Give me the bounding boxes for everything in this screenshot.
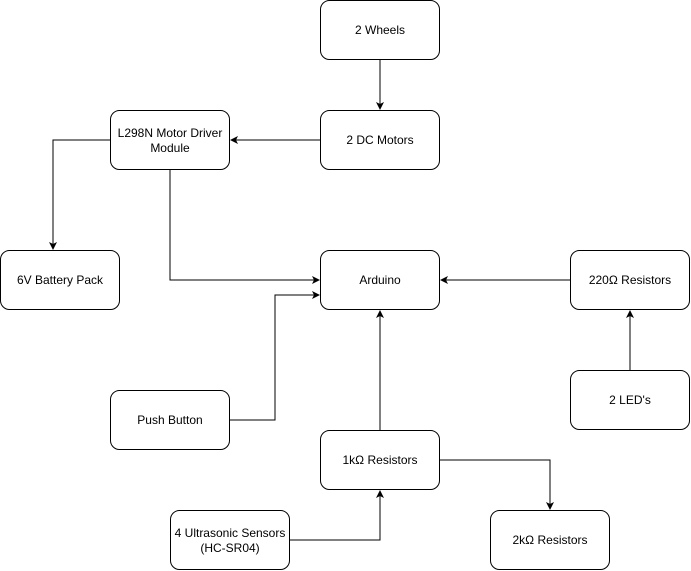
node-label: 1kΩ Resistors (343, 453, 418, 467)
node-box (320, 110, 440, 170)
node-box (320, 430, 440, 490)
node-ultrasonic-sensors: 4 Ultrasonic Sensors (HC-SR04) (170, 510, 290, 570)
edge-push-button-to-arduino (230, 291, 320, 421)
node-label: 2kΩ Resistors (513, 533, 588, 547)
node-label-line-2: (HC-SR04) (200, 541, 259, 555)
node-battery: 6V Battery Pack (0, 250, 120, 310)
node-label: 6V Battery Pack (17, 273, 104, 287)
node-motor-driver: L298N Motor Driver Module (110, 110, 230, 170)
node-box (110, 390, 230, 450)
node-dc-motors: 2 DC Motors (320, 110, 440, 170)
edge-1k-resistors-to-2k-resistors (440, 459, 554, 510)
node-1k-resistors: 1kΩ Resistors (320, 430, 440, 490)
node-label-line-1: L298N Motor Driver (118, 126, 223, 140)
node-label-line-1: 4 Ultrasonic Sensors (175, 526, 286, 540)
node-box (110, 110, 230, 170)
edge-motor-driver-to-battery (49, 139, 110, 250)
node-label: 220Ω Resistors (589, 273, 671, 287)
node-box (570, 370, 690, 430)
node-label-line-2: Module (150, 141, 190, 155)
edge-motor-driver-to-arduino (169, 170, 320, 284)
node-arduino: Arduino (320, 250, 440, 310)
node-label: 2 DC Motors (346, 133, 413, 147)
node-leds: 2 LED's (570, 370, 690, 430)
connectors (49, 60, 634, 541)
node-220-resistors: 220Ω Resistors (570, 250, 690, 310)
node-box (490, 510, 610, 570)
node-2k-resistors: 2kΩ Resistors (490, 510, 610, 570)
node-box (320, 0, 440, 60)
node-box (570, 250, 690, 310)
node-push-button: Push Button (110, 390, 230, 450)
node-label: 2 LED's (609, 393, 651, 407)
node-label: Arduino (359, 273, 401, 287)
edge-ultrasonic-to-1k-resistors (290, 490, 384, 541)
node-label: 2 Wheels (355, 23, 405, 37)
node-box (170, 510, 290, 570)
node-box (0, 250, 120, 310)
node-wheels: 2 Wheels (320, 0, 440, 60)
node-box (320, 250, 440, 310)
node-label: Push Button (137, 413, 202, 427)
